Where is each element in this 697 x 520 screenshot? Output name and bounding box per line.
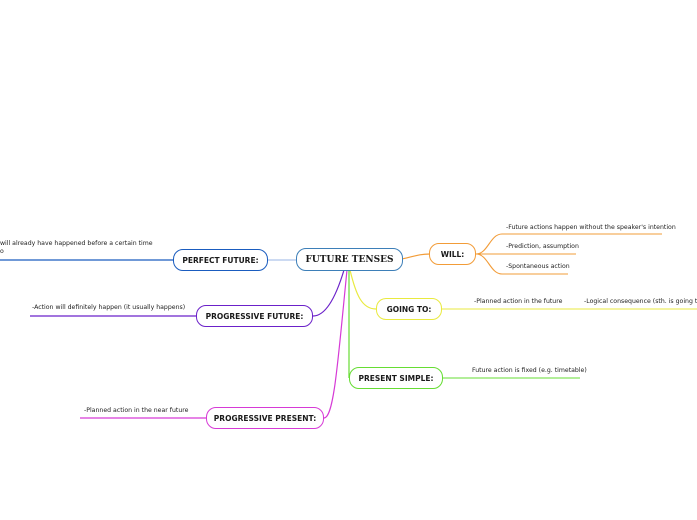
- connector-will-leaf-3: [475, 253, 568, 275]
- perfect-future-leaf-2: o: [0, 248, 4, 255]
- connector-progressive-future: [312, 269, 345, 317]
- branch-progressive-present-label: PROGRESSIVE PRESENT:: [213, 413, 317, 423]
- will-leaf-2: -Prediction, assumption: [506, 243, 579, 250]
- branch-progressive-future[interactable]: PROGRESSIVE FUTURE:: [196, 305, 313, 327]
- central-topic[interactable]: FUTURE TENSES: [296, 248, 403, 271]
- central-topic-label: FUTURE TENSES: [305, 254, 394, 265]
- progressive-present-leaf-1: -Planned action in the near future: [84, 407, 189, 414]
- connector-progressive-present: [323, 269, 348, 419]
- progressive-future-leaf-1: -Action will definitely happen (it usual…: [32, 304, 186, 311]
- branch-progressive-future-label: PROGRESSIVE FUTURE:: [205, 311, 304, 321]
- branch-going-to[interactable]: GOING TO:: [376, 298, 442, 320]
- connector-will: [401, 253, 431, 260]
- perfect-future-leaf-1: will already have happened before a cert…: [0, 240, 153, 247]
- branch-perfect-future-label: PERFECT FUTURE:: [182, 255, 259, 265]
- branch-progressive-present[interactable]: PROGRESSIVE PRESENT:: [206, 407, 324, 429]
- branch-present-simple-label: PRESENT SIMPLE:: [358, 373, 434, 383]
- will-leaf-3: -Spontaneous action: [506, 263, 570, 270]
- will-leaf-1: -Future actions happen without the speak…: [506, 224, 676, 231]
- connector-will-leaf-1: [475, 233, 662, 255]
- branch-going-to-label: GOING TO:: [386, 304, 432, 314]
- branch-perfect-future[interactable]: PERFECT FUTURE:: [173, 249, 268, 271]
- branch-will[interactable]: WILL:: [429, 243, 476, 265]
- branch-present-simple[interactable]: PRESENT SIMPLE:: [349, 367, 443, 389]
- branch-will-label: WILL:: [440, 249, 465, 259]
- present-simple-leaf-1: Future action is fixed (e.g. timetable): [472, 367, 587, 374]
- going-to-leaf-2: -Logical consequence (sth. is going to h…: [584, 298, 697, 305]
- going-to-leaf-1: -Planned action in the future: [474, 298, 563, 305]
- connector-going-to: [349, 269, 377, 310]
